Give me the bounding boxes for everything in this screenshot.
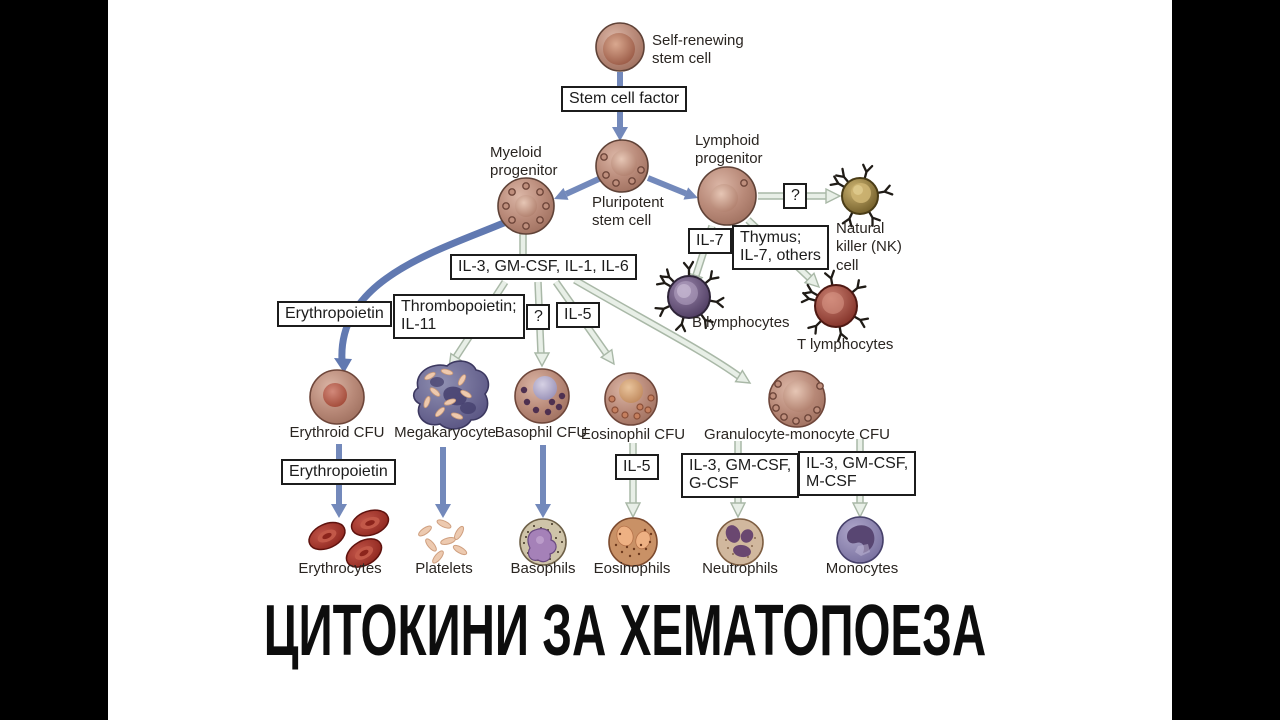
box-question-top: ? <box>783 183 807 210</box>
label-lymphoid-progenitor: Lymphoid progenitor <box>695 132 763 168</box>
arrow-myeloid-to-erythroid-cfu <box>334 218 508 373</box>
arrow-basophil-cfu-to-basophils <box>535 445 551 518</box>
box-erythropoietin-top: Erythropoietin <box>277 301 392 328</box>
label-megakaryocyte: Megakaryocyte <box>394 424 496 441</box>
label-erythroid-cfu: Erythroid CFU <box>289 424 385 441</box>
arrow-pluripotent-to-myeloid <box>554 175 603 200</box>
box-il3-gmcsf-il1-il6: IL-3, GM-CSF, IL-1, IL-6 <box>450 254 637 281</box>
label-basophils: Basophils <box>510 560 576 577</box>
box-il3-gmcsf-mcsf: IL-3, GM-CSF, M-CSF <box>798 451 917 496</box>
label-t-lymphocytes: T lymphocytes <box>797 336 894 353</box>
neutrophils-icon <box>716 518 764 566</box>
label-natural-killer-cell: Natural killer (NK) cell <box>836 220 902 274</box>
arrow-pluripotent-to-lymphoid <box>646 175 698 200</box>
self-renewing-stem-cell-icon <box>595 22 645 72</box>
label-neutrophils: Neutrophils <box>702 560 778 577</box>
basophil-cfu-icon <box>514 368 570 424</box>
eosinophils-icon <box>608 517 658 567</box>
box-question-mid: ? <box>526 304 550 331</box>
box-il5-bottom: IL-5 <box>615 454 659 481</box>
label-eosinophil-cfu: Eosinophil CFU <box>580 426 686 443</box>
arrow-il3-to-gm-cfu <box>573 276 752 384</box>
label-pluripotent-stem-cell: Pluripotent stem cell <box>592 194 664 230</box>
label-eosinophils: Eosinophils <box>593 560 671 577</box>
right-letterbox-bar <box>1172 0 1280 720</box>
erythroid-cfu-icon <box>309 369 365 425</box>
box-erythropoietin-bottom: Erythropoietin <box>281 459 396 486</box>
arrow-megakaryocyte-to-platelets <box>435 447 451 518</box>
box-thrombopoietin-il11: Thrombopoietin; IL-11 <box>393 294 525 339</box>
page-title: ЦИТОКИНИ ЗА ХЕМАТОПОЕЗА <box>263 591 987 671</box>
erythrocytes-icon <box>308 509 390 568</box>
label-b-lymphocytes: B lymphocytes <box>692 314 790 331</box>
lymphoid-progenitor-icon <box>697 166 757 226</box>
box-thymus-il7-others: Thymus; IL-7, others <box>732 225 829 270</box>
pluripotent-stem-cell-icon <box>595 139 649 193</box>
label-platelets: Platelets <box>415 560 473 577</box>
t-lymphocyte-icon <box>799 269 870 343</box>
label-monocytes: Monocytes <box>825 560 899 577</box>
eosinophil-cfu-icon <box>604 372 658 426</box>
granulocyte-monocyte-cfu-icon <box>768 370 826 428</box>
label-erythrocytes: Erythrocytes <box>298 560 382 577</box>
box-il3-gmcsf-gcsf: IL-3, GM-CSF, G-CSF <box>681 453 800 498</box>
box-il5-top: IL-5 <box>556 302 600 329</box>
b-lymphocyte-icon <box>654 260 726 334</box>
label-basophil-cfu: Basophil CFU <box>494 424 588 441</box>
label-self-renewing-stem-cell: Self-renewing stem cell <box>652 32 744 68</box>
monocytes-icon <box>836 516 884 564</box>
megakaryocyte-icon <box>412 360 490 430</box>
myeloid-progenitor-icon <box>497 177 555 235</box>
box-stem-cell-factor: Stem cell factor <box>561 86 688 113</box>
label-myeloid-progenitor: Myeloid progenitor <box>490 144 558 180</box>
label-granulocyte-monocyte-cfu: Granulocyte-monocyte CFU <box>704 426 890 443</box>
box-il7: IL-7 <box>688 228 732 255</box>
natural-killer-cell-icon <box>828 162 894 229</box>
left-letterbox-bar <box>0 0 108 720</box>
basophils-icon <box>519 518 567 566</box>
platelets-icon <box>418 519 468 564</box>
